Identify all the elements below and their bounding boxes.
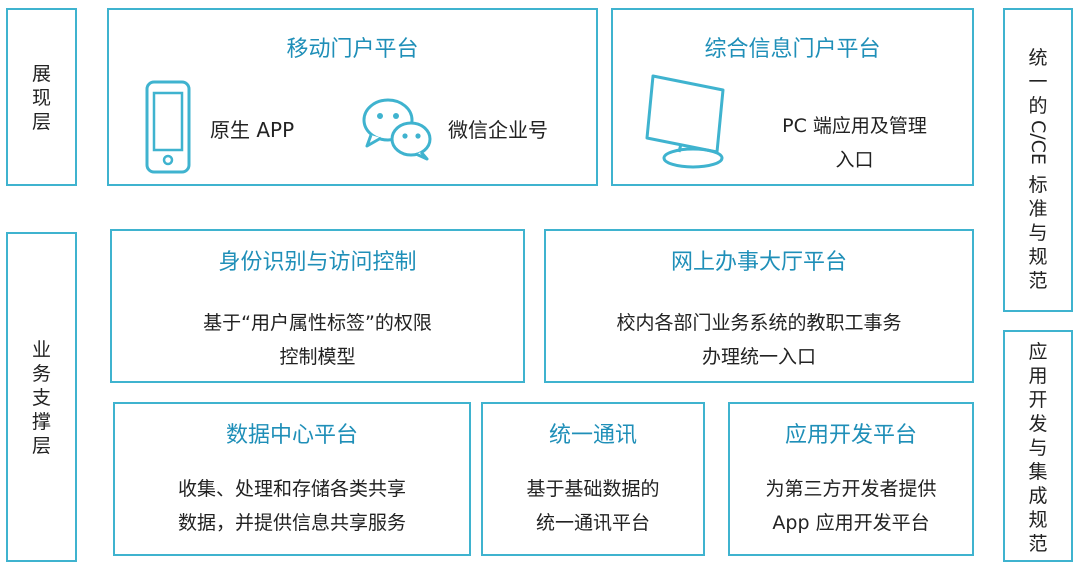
monitor-icon	[645, 74, 725, 169]
info-portal-desc: PC 端应用及管理 入口	[782, 115, 927, 171]
unified-comm-desc: 基于基础数据的 统一通讯平台	[526, 478, 660, 534]
mobile-portal-title: 移动门户平台	[286, 37, 419, 62]
appdev-standards-label: 应 用 开 发 与 集 成 规 范	[1003, 330, 1073, 562]
online-hall-title: 网上办事大厅平台	[670, 250, 847, 275]
data-center-title: 数据中心平台	[225, 423, 358, 448]
app-dev-title: 应用开发平台	[784, 423, 917, 448]
identity-access-desc: 基于“用户属性标签”的权限 控制模型	[203, 312, 432, 368]
online-hall-box: 网上办事大厅平台 校内各部门业务系统的教职工事务 办理统一入口	[544, 229, 974, 383]
identity-access-box: 身份识别与访问控制 基于“用户属性标签”的权限 控制模型	[110, 229, 525, 383]
unified-comm-box: 统一通讯 基于基础数据的 统一通讯平台	[481, 402, 705, 556]
cice-standards-label: 统 一 的 C/CE 标 准 与 规 范	[1003, 8, 1073, 312]
wechat-label: 微信企业号	[448, 118, 548, 142]
data-center-box: 数据中心平台 收集、处理和存储各类共享 数据，并提供信息共享服务	[113, 402, 471, 556]
presentation-layer-label: 展 现 层	[6, 8, 77, 186]
business-layer-label: 业 务 支 撑 层	[6, 232, 77, 562]
info-portal-title: 综合信息门户平台	[704, 37, 881, 62]
phone-icon	[145, 80, 191, 174]
native-app-label: 原生 APP	[210, 118, 295, 142]
app-dev-desc: 为第三方开发者提供 App 应用开发平台	[765, 478, 937, 534]
identity-access-title: 身份识别与访问控制	[218, 250, 417, 275]
mobile-portal-box: 移动门户平台 原生 APP 微信企业号	[107, 8, 598, 186]
unified-comm-title: 统一通讯	[548, 423, 637, 448]
app-dev-box: 应用开发平台 为第三方开发者提供 App 应用开发平台	[728, 402, 974, 556]
data-center-desc: 收集、处理和存储各类共享 数据，并提供信息共享服务	[177, 478, 406, 534]
wechat-icon	[362, 98, 432, 161]
online-hall-desc: 校内各部门业务系统的教职工事务 办理统一入口	[616, 312, 902, 368]
info-portal-box: 综合信息门户平台 PC 端应用及管理 入口	[611, 8, 974, 186]
